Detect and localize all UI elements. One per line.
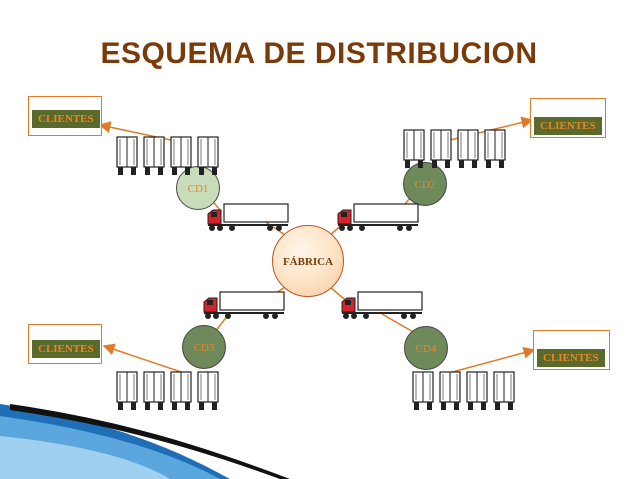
diagram-title: ESQUEMA DE DISTRIBUCION [100,37,538,70]
top-right-trailer-3 [457,129,479,168]
top-right-trailer-2 [430,129,452,168]
clientes-box-bottom-right: CLIENTES [533,330,610,370]
bottom-right-trailer-4 [493,371,515,410]
clientes-label: CLIENTES [534,117,602,135]
truck-cd1 [207,203,289,231]
truck-cd4 [341,291,423,319]
cd2-node: CD2 [403,162,447,206]
clientes-label: CLIENTES [537,349,605,367]
clientes-label: CLIENTES [32,110,100,128]
cd4-node: CD4 [404,326,448,370]
arrow-to-clientes-4 [444,346,536,375]
bottom-right-trailer-1 [412,371,434,410]
bottom-right-trailer-2 [439,371,461,410]
clientes-box-top-left: CLIENTES [28,96,102,136]
truck-cd3 [203,291,285,319]
clientes-label: CLIENTES [32,340,100,358]
bottom-right-trailer-3 [466,371,488,410]
bottom-left-trailer-3 [170,371,192,410]
bottom-left-trailer-4 [197,371,219,410]
top-left-trailer-1 [116,136,138,175]
cd3-node: CD3 [182,325,226,369]
top-left-trailer-3 [170,136,192,175]
bottom-left-trailer-2 [143,371,165,410]
bottom-left-trailer-1 [116,371,138,410]
top-left-trailer-2 [143,136,165,175]
factory-node: FÁBRICA [272,225,344,297]
truck-cd2 [337,203,419,231]
top-right-trailer-1 [403,129,425,168]
top-right-trailer-4 [484,129,506,168]
arrow-to-clientes-3 [102,343,191,376]
top-left-trailer-4 [197,136,219,175]
clientes-box-top-right: CLIENTES [530,98,606,138]
link-truck4-cd4 [381,313,416,334]
clientes-box-bottom-left: CLIENTES [28,324,102,364]
